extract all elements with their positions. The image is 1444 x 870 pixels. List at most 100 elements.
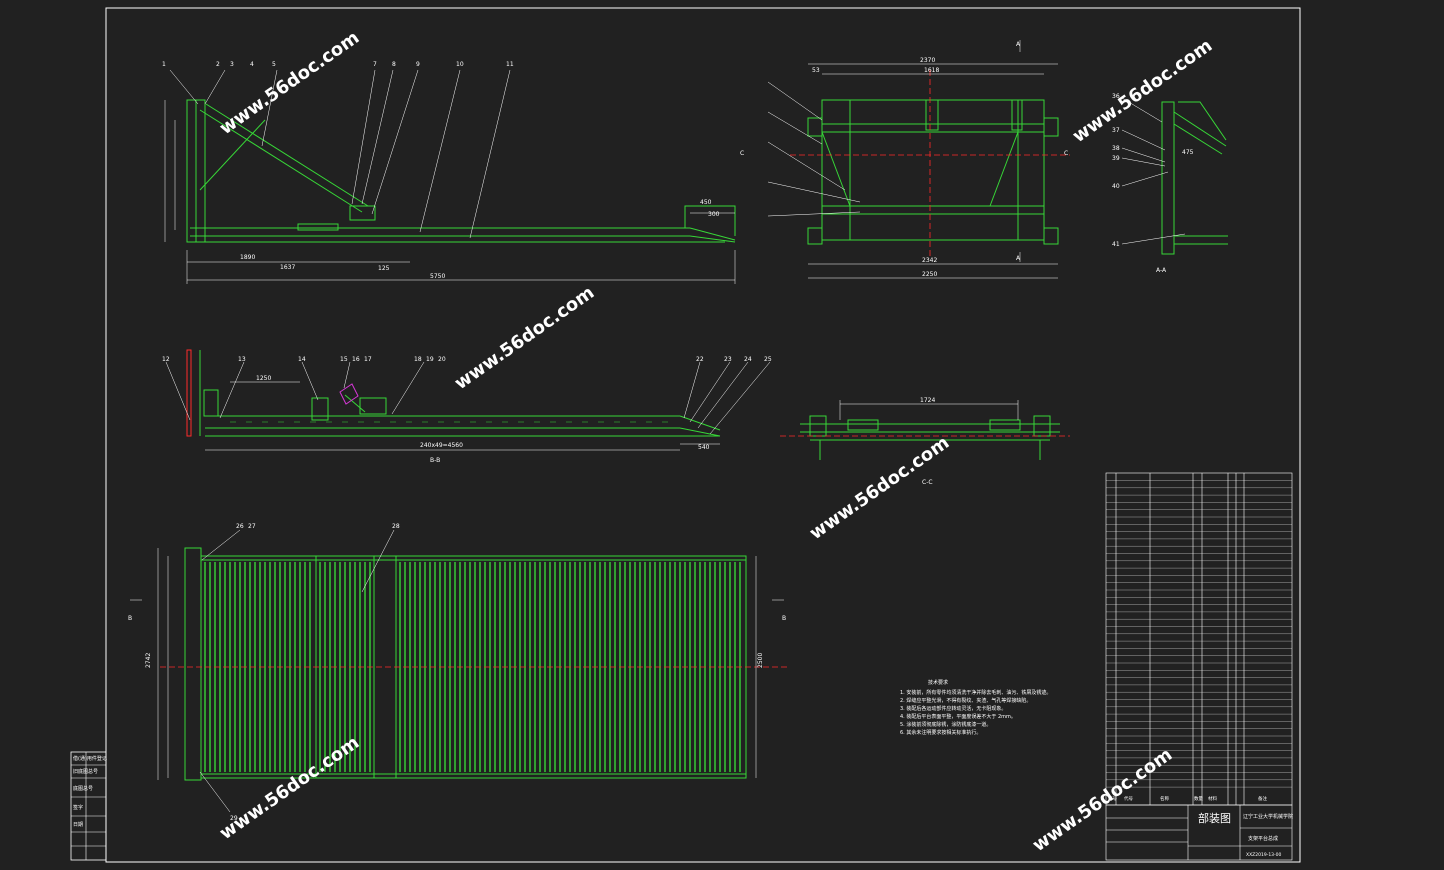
front-frame-centerlines — [790, 70, 1070, 258]
callout-40: 40 — [1112, 183, 1120, 190]
callout-22: 22 — [696, 356, 704, 363]
callout-3: 3 — [230, 61, 234, 68]
title-part-name: 支架平台总成 — [1248, 835, 1278, 842]
dim-1724: 1724 — [920, 397, 935, 404]
label-section-cc: C-C — [922, 479, 933, 486]
dim-540: 540 — [698, 444, 710, 451]
watermark-4: www.56doc.com — [806, 432, 953, 544]
callout-36: 36 — [1112, 93, 1120, 100]
section-cc-view — [800, 415, 1060, 460]
cut-a-bottom: A — [1016, 255, 1021, 262]
note-2: 2. 焊缝应平整光滑，不得有裂纹、夹渣、气孔等焊接缺陷。 — [900, 697, 1031, 704]
callout-19: 19 — [426, 356, 434, 363]
dim-1890: 1890 — [240, 254, 255, 261]
callout-9: 9 — [416, 61, 420, 68]
callout-23: 23 — [724, 356, 732, 363]
bom-footer-1: 代号 — [1124, 795, 1133, 802]
section-aa-leaders — [1121, 97, 1186, 245]
cut-c-right: C — [1064, 150, 1068, 157]
section-bb-magenta-part — [339, 383, 359, 405]
section-cc-dims — [839, 400, 1019, 420]
dim-475: 475 — [1182, 149, 1194, 156]
callout-29: 29 — [230, 815, 238, 822]
title-block — [1105, 804, 1293, 861]
label-section-bb: B-B — [430, 457, 440, 464]
callout-10: 10 — [456, 61, 464, 68]
section-bb-view — [199, 350, 721, 437]
callout-15: 15 — [340, 356, 348, 363]
plan-slats — [204, 562, 741, 772]
notes-title: 技术要求 — [928, 679, 948, 686]
cut-b-left: B — [128, 615, 132, 622]
label-section-aa: A-A — [1156, 267, 1167, 274]
left-stamp — [71, 752, 106, 860]
title-drawing: 部装图 — [1198, 811, 1231, 825]
note-1: 1. 安装前，所有零件均须清洗干净并除去毛刺、油污、铁屑及锈迹。 — [900, 689, 1051, 696]
dim-240x49: 240x49=4560 — [420, 442, 463, 449]
callout-39: 39 — [1112, 155, 1120, 162]
bom-table — [1105, 472, 1293, 806]
watermark-1: www.56doc.com — [216, 27, 363, 139]
callout-13: 13 — [238, 356, 246, 363]
watermark-3: www.56doc.com — [451, 282, 598, 394]
bom-footer-4: 材料 — [1208, 795, 1217, 802]
dim-2742: 2742 — [145, 653, 152, 668]
dim-2342: 2342 — [922, 257, 937, 264]
title-drawing-number: XXZ2019-13-00 — [1246, 852, 1282, 858]
callout-12: 12 — [162, 356, 170, 363]
side-elevation-view — [186, 99, 736, 243]
callout-16: 16 — [352, 356, 360, 363]
callout-38: 38 — [1112, 145, 1120, 152]
dim-300: 300 — [708, 211, 720, 218]
front-frame-dims — [767, 40, 1058, 279]
bom-footer-7: 备注 — [1258, 795, 1267, 802]
watermark-2: www.56doc.com — [1069, 35, 1216, 147]
callout-24: 24 — [744, 356, 752, 363]
cut-b-right: B — [782, 615, 786, 622]
side-elevation-dims — [164, 69, 736, 284]
plan-dims — [130, 529, 784, 813]
dim-5750: 5750 — [430, 273, 445, 280]
dim-1637: 1637 — [280, 264, 295, 271]
bom-footer-0: 序号 — [1108, 795, 1117, 802]
callout-41: 41 — [1112, 241, 1120, 248]
callout-2: 2 — [216, 61, 220, 68]
callout-28: 28 — [392, 523, 400, 530]
stamp-label-3: 签字 — [73, 804, 83, 811]
dim-125: 125 — [378, 265, 390, 272]
bom-rows — [1106, 480, 1292, 788]
stamp-label-0: 借(通)用件登记 — [73, 755, 107, 762]
note-3: 3. 装配后各运动部件应转动灵活，无卡阻现象。 — [900, 705, 1006, 712]
bom-footer-2: 名称 — [1160, 795, 1169, 802]
callout-1: 1 — [162, 61, 166, 68]
callout-37: 37 — [1112, 127, 1120, 134]
section-bb-dims — [165, 361, 771, 451]
callout-7: 7 — [373, 61, 377, 68]
callout-5: 5 — [272, 61, 276, 68]
outer-frame — [105, 7, 1301, 863]
dim-2250: 2250 — [922, 271, 937, 278]
stamp-label-2: 底图总号 — [73, 785, 93, 792]
callout-14: 14 — [298, 356, 306, 363]
stamp-label-1: 旧底图总号 — [73, 768, 98, 775]
cut-c-left: C — [740, 150, 744, 157]
dim-53: 53 — [812, 67, 820, 74]
technical-notes: 技术要求 1. 安装前，所有零件均须清洗干净并除去毛刺、油污、铁屑及锈迹。 2.… — [900, 679, 1051, 736]
stamp-label-4: 日期 — [73, 822, 83, 828]
note-6: 6. 其余未注明要求按相关标准执行。 — [900, 729, 981, 736]
watermark-6: www.56doc.com — [1029, 744, 1176, 856]
callout-17: 17 — [364, 356, 372, 363]
callout-27: 27 — [248, 523, 256, 530]
callout-20: 20 — [438, 356, 446, 363]
section-aa-view — [1161, 101, 1228, 255]
dim-2370: 2370 — [920, 57, 935, 64]
title-school: 辽宁工业大学机械学院 — [1243, 813, 1293, 820]
bom-footer-3: 数量 — [1194, 795, 1203, 802]
dim-1618: 1618 — [924, 67, 939, 74]
left-stamp-frame — [70, 751, 107, 861]
note-5: 5. 涂装前须彻底除锈，涂防锈底漆一道。 — [900, 721, 991, 728]
dim-1250: 1250 — [256, 375, 271, 382]
note-4: 4. 装配后平台表面平整，平面度误差不大于 2mm。 — [900, 713, 1016, 720]
dim-450: 450 — [700, 199, 712, 206]
